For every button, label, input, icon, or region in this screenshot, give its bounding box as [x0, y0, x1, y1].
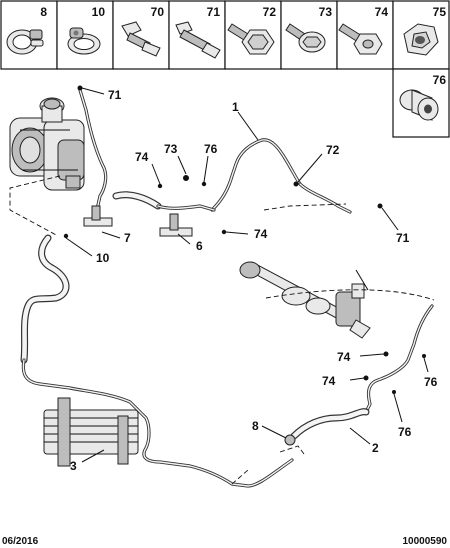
callout-8[interactable]: 8 [252, 419, 259, 433]
callout-74-b[interactable]: 74 [254, 227, 268, 241]
callout-74-c[interactable]: 74 [337, 350, 351, 364]
return-hose-10[interactable] [20, 234, 70, 364]
bracket-6[interactable] [159, 213, 193, 237]
callout-10[interactable]: 10 [96, 251, 110, 265]
clamp-8[interactable] [284, 434, 296, 446]
stud-bolt-icon [338, 23, 383, 55]
steering-rack[interactable] [239, 261, 371, 339]
part-ref-10: 10 [92, 5, 106, 19]
hex-nut-icon [403, 23, 439, 56]
oil-cooler[interactable] [43, 397, 139, 467]
hex-bolt-icon [227, 23, 275, 55]
footer-date: 06/2016 [2, 536, 39, 547]
part-ref-74: 74 [375, 5, 389, 19]
rivet-nut-icon [399, 89, 439, 121]
feed-pipe-upper[interactable] [78, 88, 216, 216]
parts-header: 8 10 70 71 72 73 74 75 76 [0, 0, 450, 138]
callout-2[interactable]: 2 [372, 441, 379, 455]
flange-bolt-icon [121, 21, 161, 57]
washer-bolt-icon [285, 23, 326, 53]
footer-code: 10000590 [403, 536, 448, 547]
part-ref-75: 75 [433, 5, 447, 19]
callout-1[interactable]: 1 [232, 100, 239, 114]
callout-71-top[interactable]: 71 [108, 88, 122, 102]
callout-73[interactable]: 73 [164, 142, 178, 156]
callout-6[interactable]: 6 [196, 239, 203, 253]
part-cell-70[interactable] [112, 0, 170, 70]
callout-3[interactable]: 3 [70, 459, 77, 473]
callout-76-c[interactable]: 76 [398, 425, 412, 439]
bracket-7[interactable] [83, 205, 113, 227]
callout-76-b[interactable]: 76 [424, 375, 438, 389]
leader-lines [65, 87, 429, 463]
part-ref-70: 70 [151, 5, 165, 19]
callout-72[interactable]: 72 [326, 143, 340, 157]
hose-clamp-icon [6, 29, 44, 55]
cooler-pipe-3[interactable] [21, 358, 294, 488]
part-cell-75[interactable] [392, 0, 450, 70]
part-ref-8: 8 [40, 5, 47, 19]
worm-clamp-icon [67, 27, 101, 55]
rack-return-pipe[interactable] [364, 304, 434, 414]
part-ref-73: 73 [319, 5, 333, 19]
return-hose-2[interactable] [290, 408, 370, 440]
pressure-pipe-1[interactable] [210, 138, 352, 214]
part-ref-71: 71 [207, 5, 221, 19]
callout-7[interactable]: 7 [124, 231, 131, 245]
steering-pump[interactable] [9, 97, 85, 191]
callout-71-right[interactable]: 71 [396, 231, 410, 245]
fastener-marks [63, 85, 426, 394]
dashed-connectors [9, 175, 435, 485]
callouts: 71 1 74 73 76 72 7 6 74 71 10 74 74 76 7… [70, 88, 438, 473]
part-ref-72: 72 [263, 5, 277, 19]
callout-76-a[interactable]: 76 [204, 142, 218, 156]
callout-74-a[interactable]: 74 [135, 150, 149, 164]
long-bolt-icon [175, 21, 221, 59]
callout-74-d[interactable]: 74 [322, 374, 336, 388]
part-ref-76: 76 [433, 73, 447, 87]
